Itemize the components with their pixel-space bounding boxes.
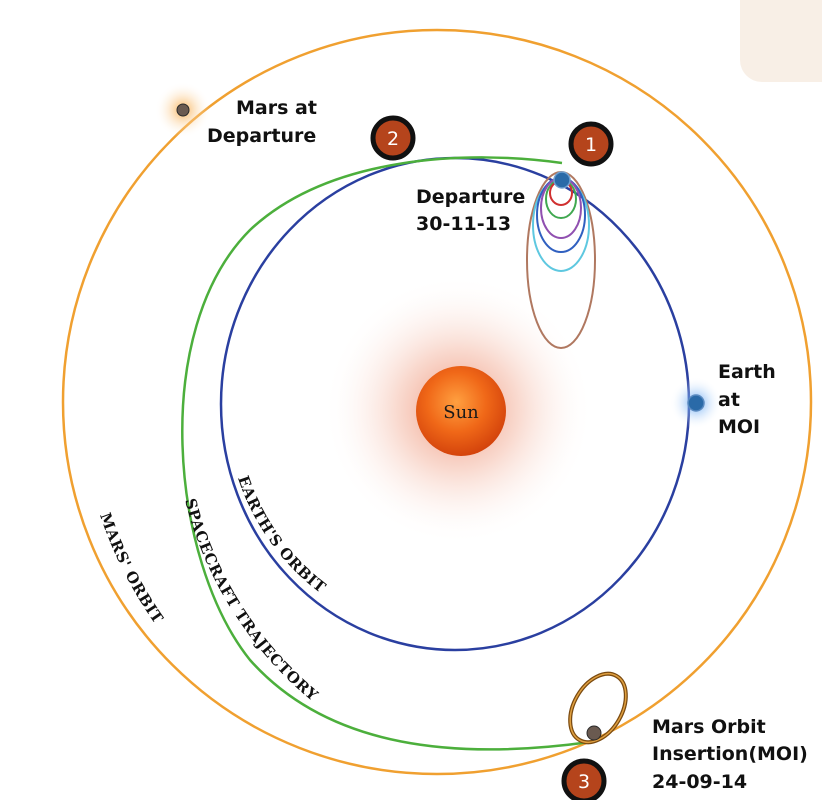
earth-parking-orbits [526, 171, 596, 349]
mars-orbit [61, 28, 813, 776]
marker-3: 3 [561, 758, 607, 800]
svg-text:Earth: Earth [718, 361, 776, 383]
svg-text:Mars Orbit: Mars Orbit [652, 716, 766, 738]
marker-1-number: 1 [585, 134, 597, 156]
sun-label: Sun [443, 402, 479, 423]
svg-text:Departure: Departure [207, 125, 316, 147]
svg-text:Insertion(MOI): Insertion(MOI) [652, 743, 808, 765]
earth-at-departure [553, 171, 571, 189]
marker-2: 2 [370, 115, 416, 161]
marker-2-number: 2 [387, 128, 399, 150]
mars-at-departure [176, 103, 190, 117]
corner-panel [740, 0, 822, 82]
mars-departure-label: Mars at Departure [207, 97, 317, 147]
mars-at-moi [586, 725, 602, 741]
marker-3-number: 3 [578, 771, 590, 793]
svg-text:Mars at: Mars at [236, 97, 317, 119]
svg-text:30-11-13: 30-11-13 [416, 213, 511, 235]
spacecraft-trajectory [181, 156, 591, 751]
svg-text:Departure: Departure [416, 186, 525, 208]
svg-text:24-09-14: 24-09-14 [652, 771, 747, 793]
sun [416, 366, 506, 456]
svg-text:MOI: MOI [718, 416, 760, 438]
moi-label: Mars Orbit Insertion(MOI) 24-09-14 [652, 716, 808, 793]
mars-orbit-label: MARS' ORBIT [96, 510, 167, 627]
earth-at-moi [687, 394, 705, 412]
svg-text:at: at [718, 389, 740, 411]
departure-label: Departure 30-11-13 [416, 186, 525, 235]
earth-orbit-label: EARTH'S ORBIT [234, 473, 330, 597]
earth-moi-label: Earth at MOI [718, 361, 776, 438]
marker-1: 1 [568, 121, 614, 167]
